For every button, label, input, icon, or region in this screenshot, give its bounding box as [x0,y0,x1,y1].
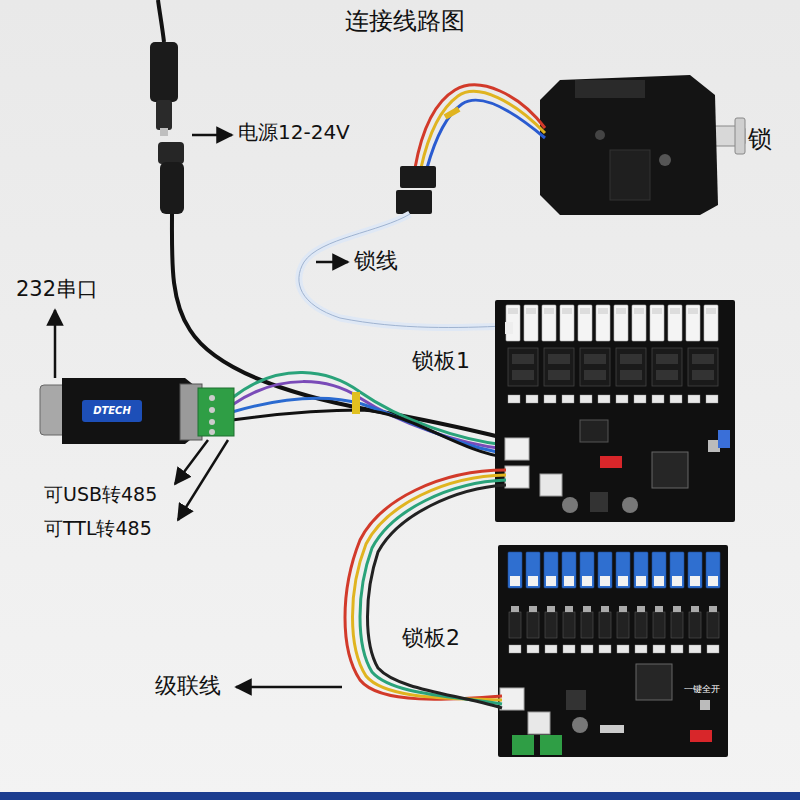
rs485-wire [232,372,505,457]
converter-label: 可USB转485 [44,484,157,506]
brand-mark: DTECH [90,404,134,418]
bottom-bar [0,792,800,800]
lock-wire-label: 锁线 [354,248,398,273]
button-label: 一键全开 [684,684,720,694]
cascade-cable [345,470,506,708]
board-label: 锁板1 [412,348,470,373]
leader-arrows [55,135,348,687]
lock-label: 锁 [748,126,772,154]
lock-board-1 [495,300,735,522]
lock [540,75,745,215]
board-label: 锁板2 [402,625,460,650]
power-cable [150,0,505,438]
cascade-label: 级联线 [155,673,221,698]
lock-board-2 [498,545,728,757]
db9-adapter [40,378,234,444]
diagram-title: 连接线路图 [345,8,465,36]
serial-port-label: 232串口 [16,277,98,301]
power-label: 电源12-24V [238,121,350,144]
converter-label: 可TTL转485 [44,518,152,540]
